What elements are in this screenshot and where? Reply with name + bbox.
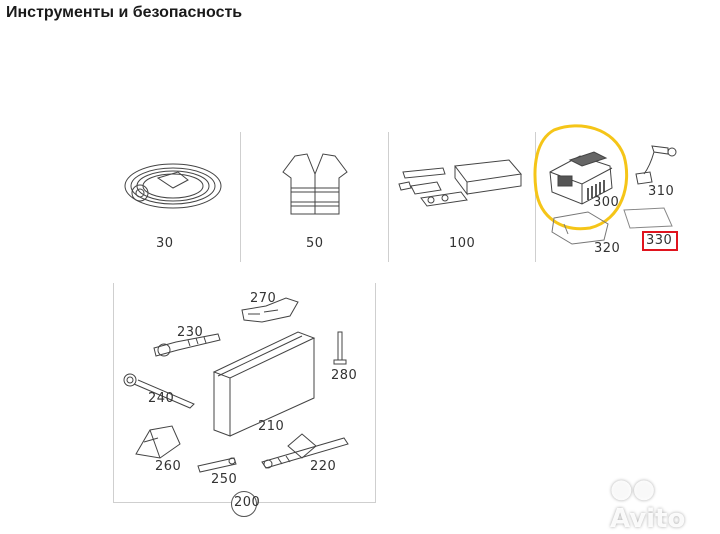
divider [535, 132, 536, 262]
part-number-230: 230 [177, 325, 204, 340]
part-number-30: 30 [156, 236, 174, 251]
divider [375, 283, 376, 503]
page-title: Инструменты и безопасность [6, 4, 243, 21]
safety-vest-illustration [282, 153, 348, 215]
divider [240, 132, 241, 262]
air-compressor-illustration [549, 151, 613, 205]
avito-watermark: ●● Avito [610, 474, 720, 534]
tool-box-illustration [212, 331, 316, 437]
part-number-330: 330 [646, 233, 673, 248]
tool-rod-illustration [333, 331, 347, 365]
cover-mat-illustration [551, 211, 609, 245]
part-number-270: 270 [250, 291, 277, 306]
watermark-text: Avito [610, 504, 686, 534]
part-number-100: 100 [449, 236, 476, 251]
part-number-280: 280 [331, 368, 358, 383]
part-number-50: 50 [306, 236, 324, 251]
divider [113, 283, 114, 503]
part-number-320: 320 [594, 241, 621, 256]
part-number-260: 260 [155, 459, 182, 474]
extension-bar-illustration [197, 457, 237, 473]
tow-rope-illustration [124, 163, 222, 209]
part-number-220: 220 [310, 459, 337, 474]
avito-logo-icon: ●● [610, 474, 656, 504]
wheel-wrench-illustration [123, 373, 195, 409]
jack-handle-illustration [153, 333, 221, 357]
wheel-chock-illustration [135, 425, 181, 459]
part-number-300: 300 [593, 195, 620, 210]
part-number-310: 310 [648, 184, 675, 199]
part-number-240: 240 [148, 391, 175, 406]
highlight-circle [533, 124, 629, 231]
part-number-210: 210 [258, 419, 285, 434]
bracket-illustration [241, 297, 299, 323]
label-sheet-illustration [623, 207, 673, 229]
first-aid-kit-illustration [398, 159, 522, 207]
divider [388, 132, 389, 262]
car-jack-illustration [261, 433, 349, 469]
part-number-200: 200 [234, 495, 261, 510]
power-cable-illustration [635, 145, 677, 185]
part-number-250: 250 [211, 472, 238, 487]
highlight-box [642, 231, 678, 251]
